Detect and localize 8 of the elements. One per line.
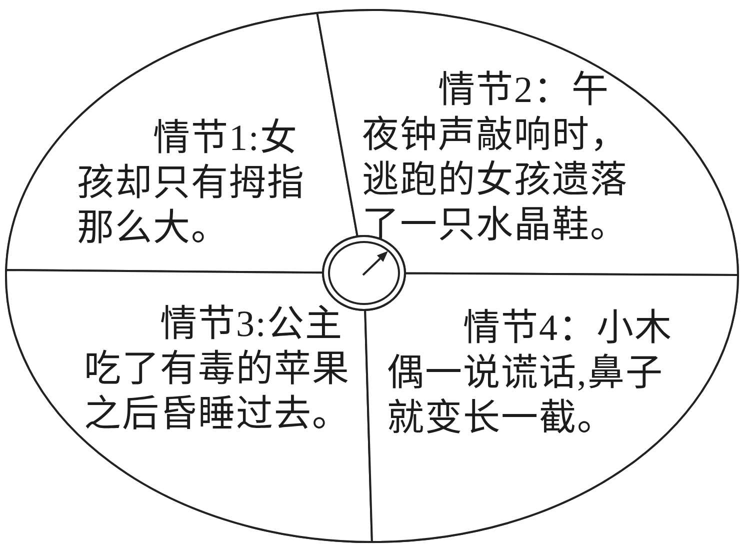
oval-sector [364,272,739,543]
oval-frame [5,9,739,543]
oval-sector [5,12,359,274]
oval-sector [316,9,739,276]
plot-text: 情节4：小木偶一说谎话,鼻子就变长一截。 [387,307,674,441]
plot-text: 情节1:女孩却只有拇指那么大。 [77,117,306,251]
oval-sector [5,269,373,543]
plot-text: 情节3:公主吃了有毒的苹果之后昏睡过去。 [84,303,351,437]
